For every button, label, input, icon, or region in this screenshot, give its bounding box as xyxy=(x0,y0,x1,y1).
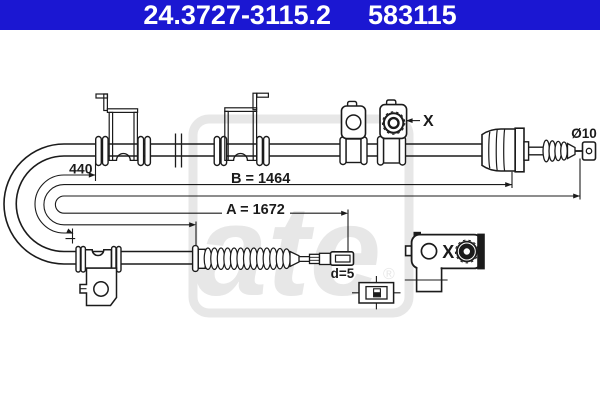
mounting-bracket-2 xyxy=(224,92,269,162)
spring-guide xyxy=(191,244,291,273)
header-bar: 24.3727-3115.2 583115 xyxy=(0,0,600,30)
cable-end-fitting xyxy=(528,139,597,163)
detail-grommet-serration xyxy=(454,239,479,264)
mounting-bracket-1 xyxy=(95,93,139,162)
part-number: 24.3727-3115.2 xyxy=(143,0,332,30)
mounting-tab-grommet xyxy=(376,99,408,166)
grommet-ring-outer xyxy=(382,112,405,134)
tab-hole xyxy=(345,114,362,131)
cable-u-bend xyxy=(3,143,65,265)
label-440: 440 xyxy=(69,161,93,177)
label-b-1464: B = 1464 xyxy=(231,171,290,187)
end-eyelet-hole xyxy=(585,147,593,155)
grommet-1 xyxy=(94,135,109,167)
label-a-backing xyxy=(222,202,290,215)
labels: 440 B = 1464 A = 1672 Ø10 d=5 X X xyxy=(69,113,597,281)
detail-view-x xyxy=(404,231,485,293)
abutment-bracket xyxy=(75,245,122,307)
label-x-marker: X xyxy=(423,113,434,130)
cable-top-run xyxy=(64,92,597,173)
end-fitting-top-view xyxy=(352,276,401,310)
lower-end-rod xyxy=(289,250,355,268)
housing-break-marks xyxy=(174,133,183,168)
dimension-a xyxy=(54,158,581,252)
reference-number: 583115 xyxy=(368,0,457,30)
label-x-detail-view: X xyxy=(442,242,454,262)
cable-lower-run xyxy=(64,244,355,307)
grommet-2 xyxy=(137,135,152,167)
detail-grommet-inner xyxy=(458,243,475,260)
grommet-ring-inner xyxy=(387,116,400,130)
watermark-registered-icon: ® xyxy=(383,266,395,283)
grommet-serration xyxy=(381,111,406,135)
dimension-b xyxy=(43,171,513,250)
label-d-5: d=5 xyxy=(331,266,355,281)
detail-x-leader xyxy=(406,118,420,123)
grommet-4 xyxy=(256,135,270,167)
detail-bracket-hole xyxy=(420,242,438,260)
watermark-frame xyxy=(188,114,414,318)
label-a-1672: A = 1672 xyxy=(226,202,285,218)
mounting-tab-round-hole xyxy=(339,100,368,166)
protective-boot xyxy=(481,127,530,173)
label-diameter-10: Ø10 xyxy=(571,126,597,141)
bracket-plate-hole xyxy=(93,281,109,297)
